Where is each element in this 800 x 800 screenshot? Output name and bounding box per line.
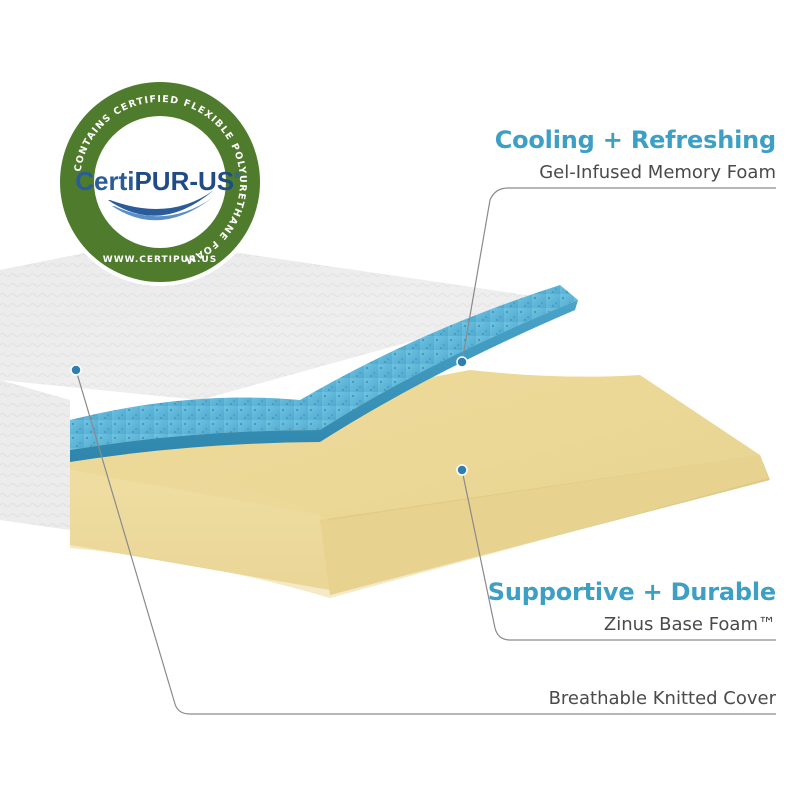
leader-lines [75,187,776,715]
base-layer-title: Supportive + Durable [487,578,776,606]
gel-foam-layer [70,285,578,462]
cover-layer-subtitle: Breathable Knitted Cover [548,688,776,709]
leader-dot-base [456,464,468,476]
leader-dot-cover [70,364,82,376]
badge-url: WWW.CERTIPUR.US [103,255,217,265]
leader-dots [70,356,468,476]
leader-line-cover [75,369,776,715]
base-layer-subtitle: Zinus Base Foam™ [603,614,776,635]
leader-line-gel [461,187,776,363]
badge-brand: CertiPUR-US® [75,166,241,196]
certipur-badge: CONTAINS CERTIFIED FLEXIBLE POLYURETHANE… [56,78,264,286]
leader-line-base [461,469,776,641]
leader-dot-gel [456,356,468,368]
badge-swoosh [108,190,214,216]
gel-layer-title: Cooling + Refreshing [494,126,777,154]
gel-layer-subtitle: Gel-Infused Memory Foam [539,162,776,183]
